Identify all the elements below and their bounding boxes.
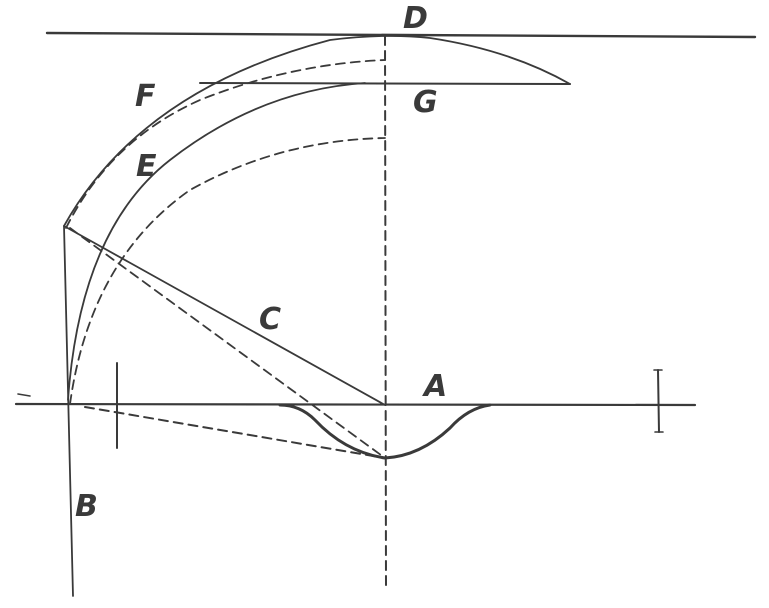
arc-f-dashed <box>65 59 386 229</box>
label-e: E <box>136 149 157 184</box>
center-vertical-dashed-axis <box>384 35 387 586</box>
arc-e <box>67 82 366 401</box>
arc-inner-dashed <box>69 137 386 405</box>
g-horizontal-line <box>199 82 571 85</box>
label-d: D <box>403 1 428 36</box>
left-stub-dash <box>17 393 31 397</box>
right-tick <box>657 369 660 433</box>
label-f: F <box>135 79 156 114</box>
label-a: A <box>424 369 448 404</box>
line-b-vertical <box>63 225 74 597</box>
label-b: B <box>75 489 98 524</box>
label-c: C <box>259 302 282 337</box>
top-horizontal-line <box>45 31 757 39</box>
dashed-line-corner-to-dip <box>69 227 386 459</box>
arc-f-outer <box>63 35 571 227</box>
dashed-line-tick-to-dip <box>84 406 386 459</box>
baseline <box>14 402 697 407</box>
line-c <box>63 225 386 406</box>
dip-curve <box>278 403 492 460</box>
label-g: G <box>413 85 438 120</box>
